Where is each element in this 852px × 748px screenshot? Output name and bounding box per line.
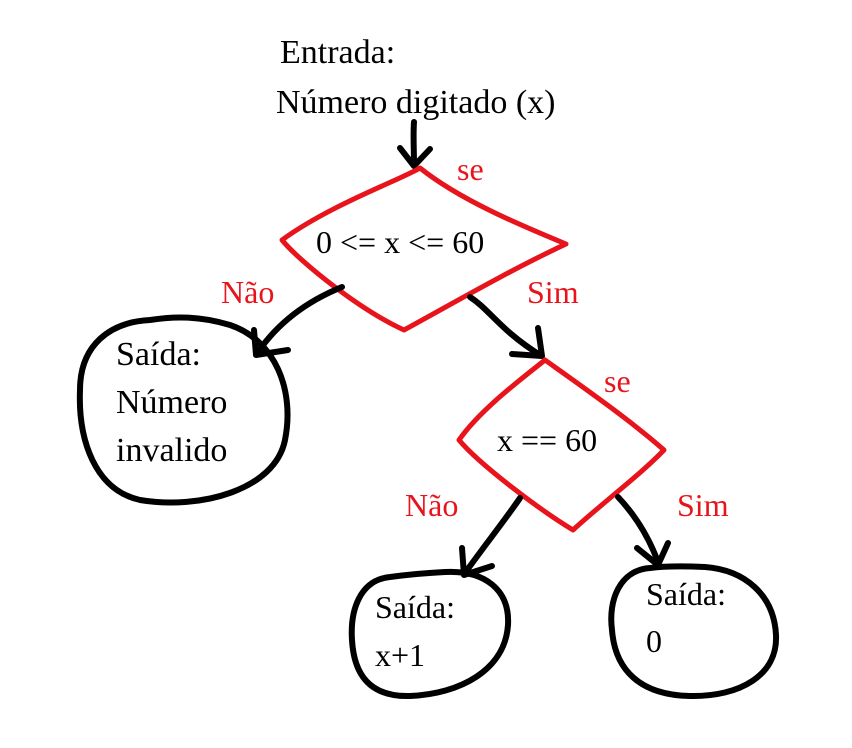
output-zero-line2: 0: [646, 623, 662, 659]
arrow-decision1-yes: [467, 294, 545, 359]
arrow-input-to-decision1: [397, 119, 433, 169]
decision2-no-label: Não: [405, 487, 458, 523]
decision2-se-tag: se: [604, 363, 631, 399]
decision2-yes-label: Sim: [677, 487, 729, 523]
output-next-node: Saída: x+1: [348, 568, 512, 700]
arrow-decision2-no: [459, 495, 523, 578]
input-label-line1: Entrada:: [280, 34, 395, 71]
output-invalid-line1: Saída:: [116, 336, 201, 373]
decision-range-check: se 0 <= x <= 60 Não Sim: [221, 151, 579, 333]
output-next-line2: x+1: [375, 637, 425, 673]
input-label-line2: Número digitado (x): [276, 84, 556, 121]
decision1-se-tag: se: [457, 151, 484, 187]
decision-equals-check: se x == 60 Não Sim: [405, 357, 729, 533]
output-invalid-line2: Número: [116, 384, 227, 421]
output-zero-node: Saída: 0: [608, 563, 780, 700]
decision1-condition: 0 <= x <= 60: [316, 224, 484, 260]
input-node: Entrada: Número digitado (x): [276, 34, 556, 121]
output-invalid-line3: invalido: [116, 432, 227, 469]
decision2-condition: x == 60: [497, 422, 597, 458]
output-invalid-node: Saída: Número invalido: [76, 314, 291, 506]
arrow-decision2-yes: [615, 494, 671, 568]
output-next-line1: Saída:: [375, 589, 455, 625]
output-zero-line1: Saída:: [646, 576, 726, 612]
decision1-yes-label: Sim: [527, 274, 579, 310]
decision1-no-label: Não: [221, 274, 274, 310]
